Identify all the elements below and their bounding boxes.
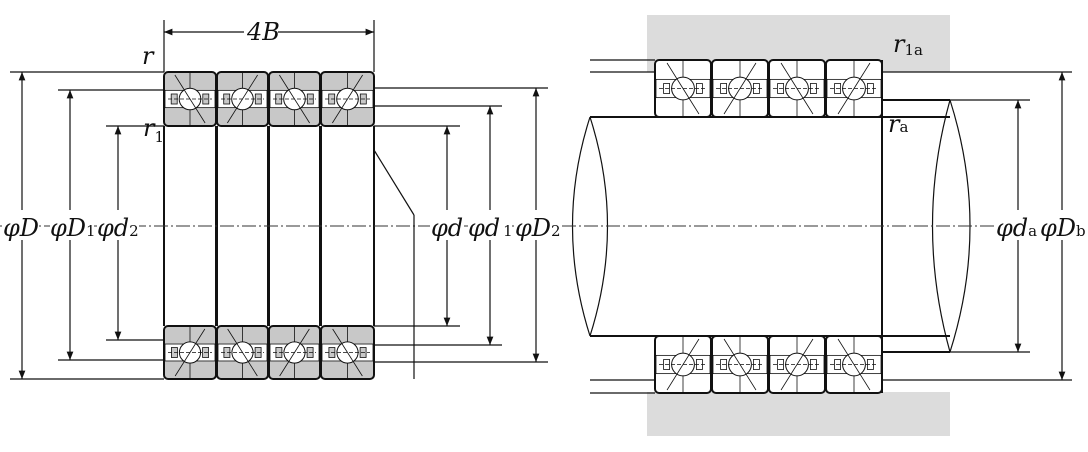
label-phi-Db: φDb (1040, 214, 1086, 242)
contact-angle-line (666, 62, 700, 115)
label-phi-d: φd (431, 214, 463, 242)
bearing-section (654, 335, 712, 394)
contact-angle-line (780, 338, 814, 391)
bearing-section (216, 71, 269, 127)
contact-angle-line (279, 74, 310, 124)
bearing-section (825, 59, 883, 118)
contact-angle-line (227, 328, 258, 377)
label-phi-D2: φD2 (515, 214, 561, 242)
label-phi-d2: φd2 (97, 214, 139, 242)
label-ra: ra (888, 110, 908, 138)
bearing-section (268, 71, 321, 127)
bearing-section (163, 71, 217, 127)
bearing-section (268, 325, 321, 380)
left-bearing-set (163, 71, 375, 380)
left-extension-lines (10, 20, 548, 380)
bearing-section (320, 325, 375, 380)
label-4B: 4B (246, 18, 280, 46)
bearing-section (711, 59, 769, 118)
contact-angle-line (332, 74, 363, 124)
label-r1: r1 (143, 114, 164, 146)
contact-angle-line (332, 328, 363, 377)
bearing-section (768, 335, 826, 394)
contact-angle-line (723, 62, 757, 115)
bearing-section (768, 59, 826, 118)
label-phi-da: φda (996, 214, 1037, 242)
label-r: r (142, 42, 155, 70)
contact-angle-line (723, 338, 757, 391)
bearing-section (163, 325, 217, 380)
right-bearing-set (654, 59, 883, 394)
left-bore-lines (0, 126, 555, 326)
bearing-section (320, 71, 375, 127)
contact-angle-line (780, 62, 814, 115)
label-phi-D1: φD1 (50, 214, 96, 242)
bearing-section (711, 335, 769, 394)
housing-bottom (647, 392, 950, 436)
bearing-section (825, 335, 883, 394)
contact-angle-line (666, 338, 700, 391)
contact-angle-line (837, 338, 871, 391)
contact-angle-line (837, 62, 871, 115)
label-phi-D: φD (3, 214, 39, 242)
label-r1a: r1a (893, 30, 923, 59)
right-shaft (562, 59, 1088, 394)
bearing-section (654, 59, 712, 118)
bearing-section (216, 325, 269, 380)
contact-angle-line (174, 328, 206, 377)
contact-angle-line (279, 328, 310, 377)
contact-angle-line (227, 74, 258, 124)
contact-angle-line (174, 74, 206, 124)
